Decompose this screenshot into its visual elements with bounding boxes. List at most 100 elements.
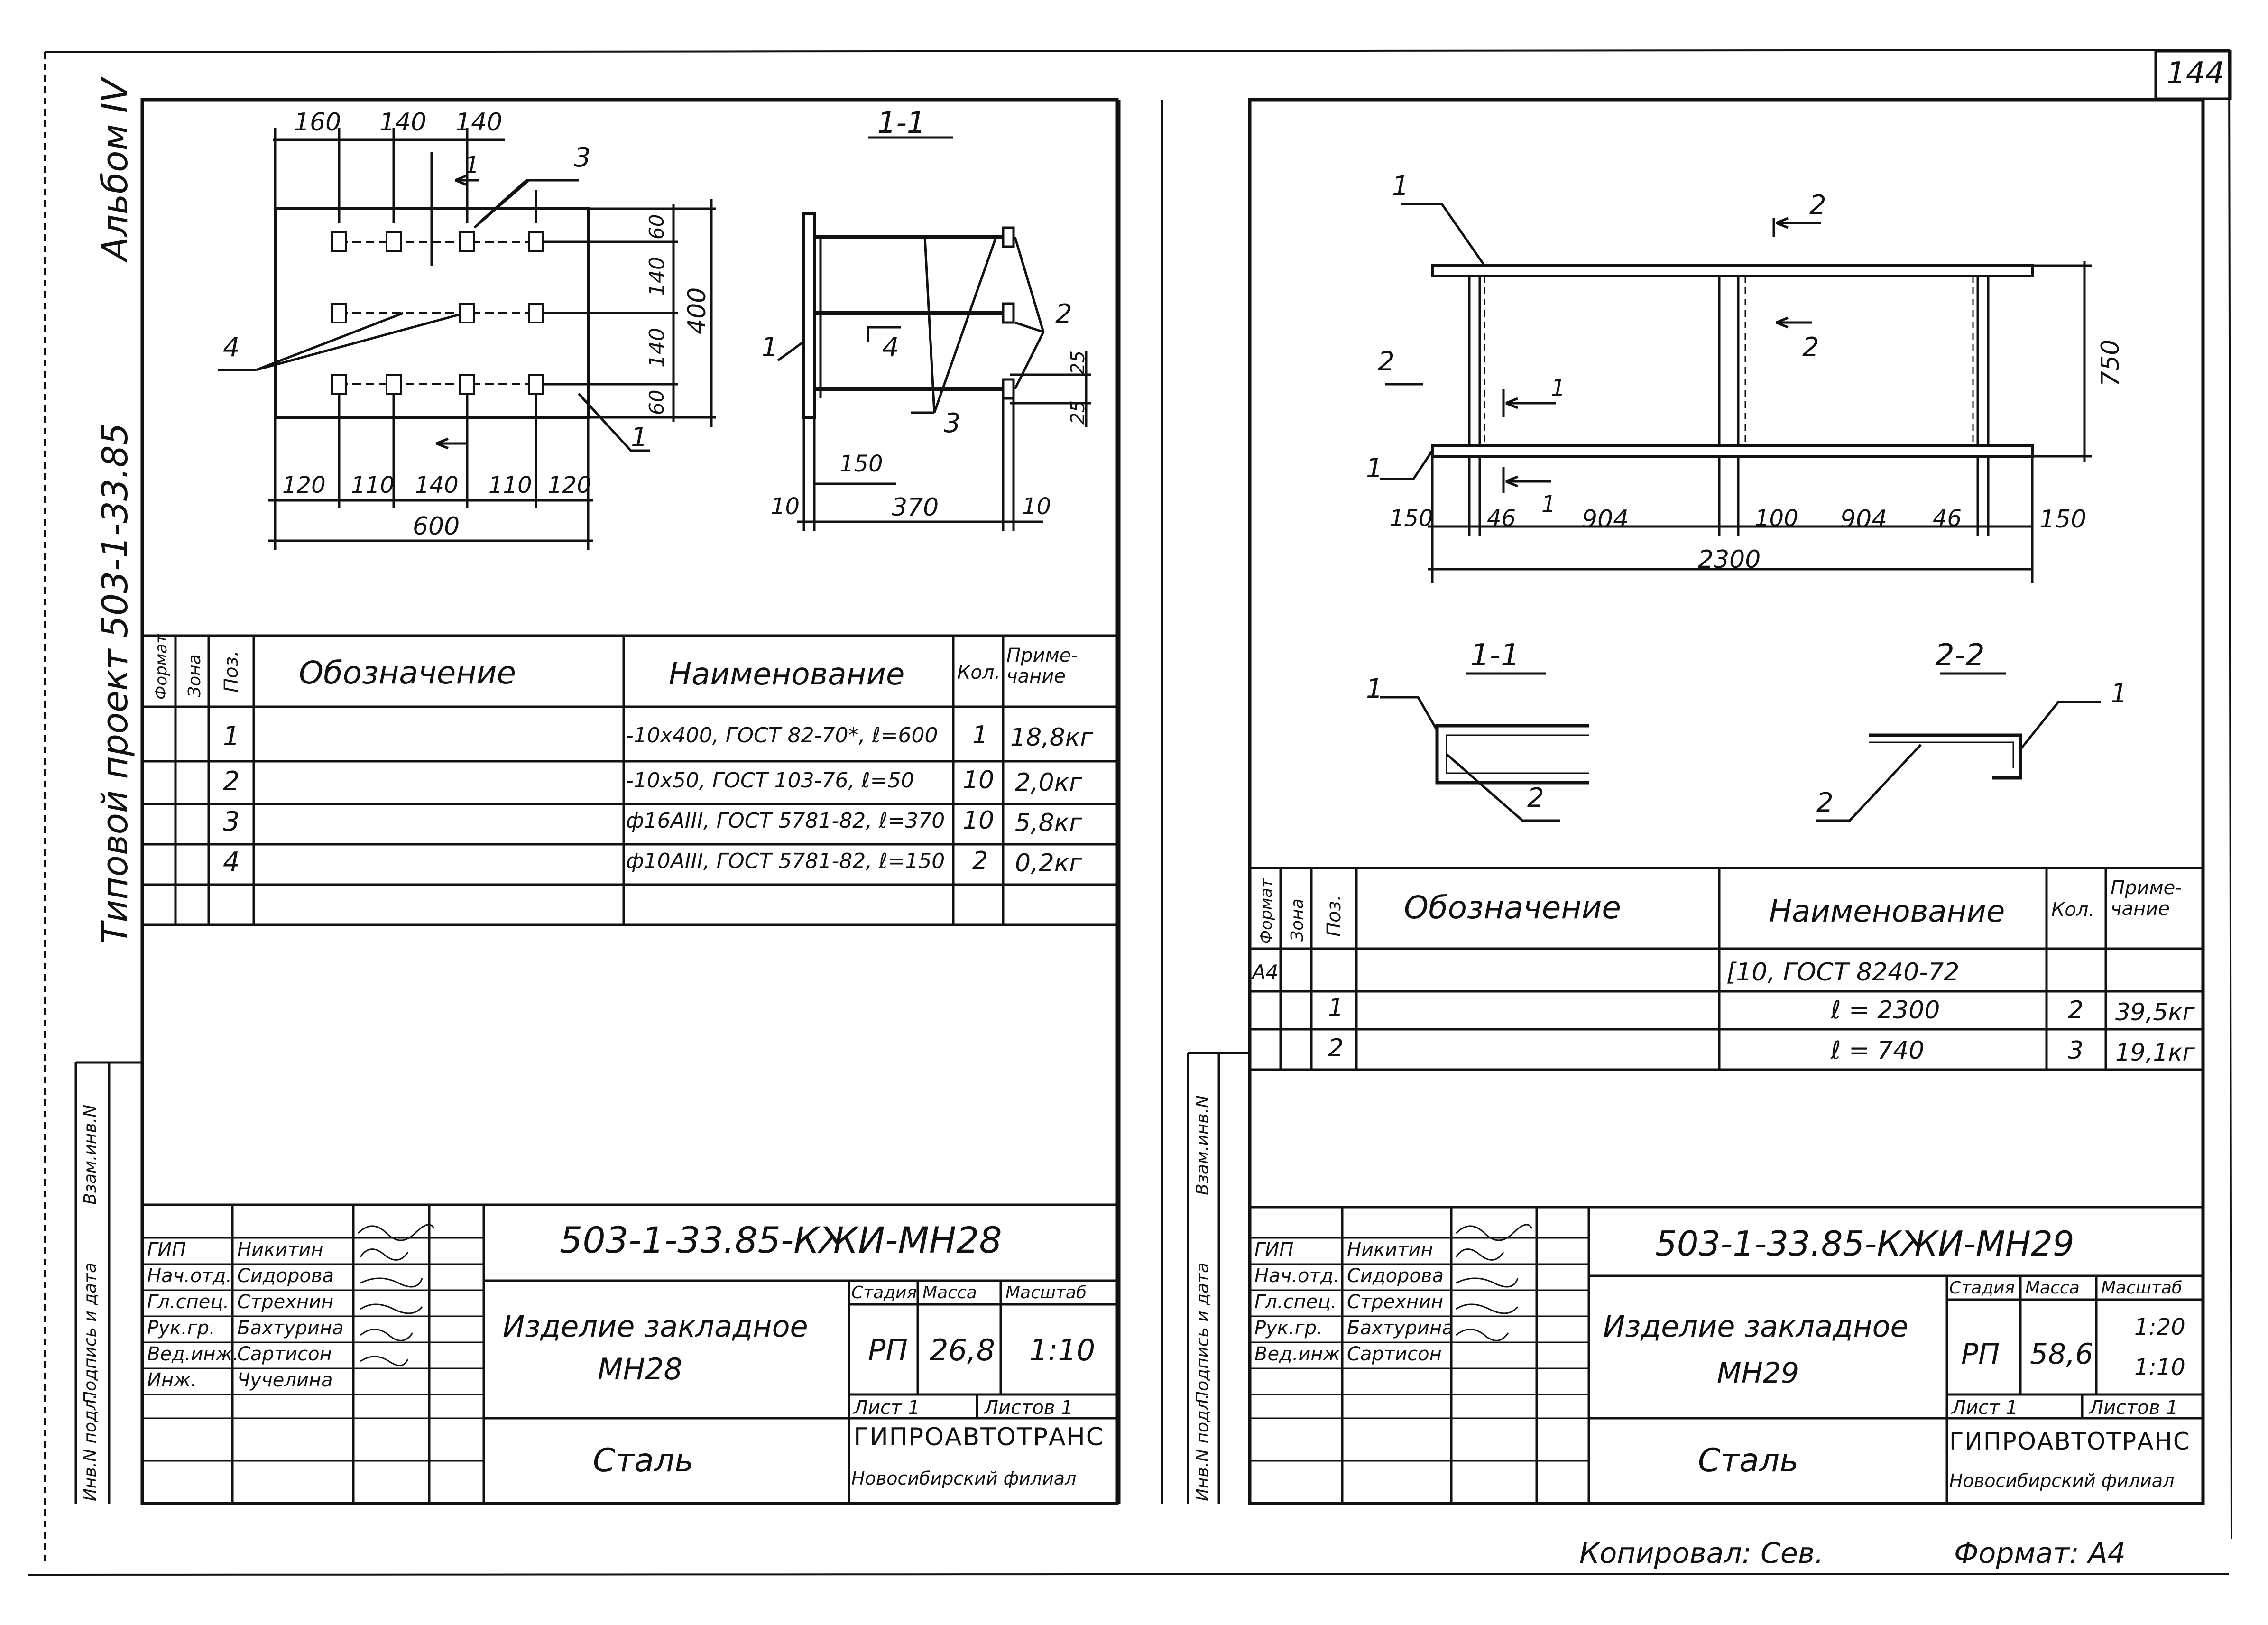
r-name-0: Никитин [1347, 1239, 1433, 1261]
sheets-right: Листов 1 [2089, 1397, 2178, 1419]
spec-row-3-qty: 10 [963, 806, 995, 835]
section-1-1-label: 1-1 [1470, 638, 1520, 673]
spec-row-2-name: -10x50, ГОСТ 103-76, ℓ=50 [626, 768, 914, 793]
role-2: Гл.спец. [147, 1291, 230, 1313]
plan-dim-bottom-5: 120 [548, 472, 591, 499]
section-dim-mid: 370 [892, 493, 939, 522]
plan-dim-top-3: 140 [455, 108, 503, 137]
stage-left: РП [868, 1333, 908, 1367]
spec-hdr-name: Наименование [669, 657, 905, 692]
plan-callout-3: 3 [574, 142, 591, 173]
elev-height: 750 [2096, 339, 2125, 387]
stage-label-left: Стадия [851, 1283, 917, 1302]
elev-callout-1-top: 1 [1392, 171, 1409, 202]
r-name-2: Стрехнин [1347, 1291, 1444, 1313]
name-4: Сартисон [237, 1343, 332, 1365]
mass-label-right: Масса [2025, 1278, 2080, 1298]
elev-dim-5: 904 [1840, 505, 1888, 534]
spec-row-2-pos: 2 [223, 766, 240, 797]
section-1-1-callout-2: 2 [1527, 783, 1544, 813]
spec-r-row-0-name: [10, ГОСТ 8240-72 [1726, 958, 1960, 987]
section-1-1-callout-1: 1 [1366, 674, 1383, 704]
spec-r-row-1-name: ℓ = 2300 [1831, 996, 1940, 1025]
name-2: Стрехнин [237, 1291, 334, 1313]
spec-row-4-name: ф10АIII, ГОСТ 5781-82, ℓ=150 [626, 849, 945, 873]
section-callout-3: 3 [944, 408, 961, 439]
elev-callout-1-bottom: 1 [1366, 453, 1383, 484]
sheets-left: Листов 1 [984, 1397, 1073, 1419]
spec-row-3-pos: 3 [223, 806, 240, 837]
plan-dim-bottom-4: 110 [489, 472, 532, 499]
section-label-left: 1-1 [877, 105, 926, 140]
section-dim-left: 10 [771, 493, 800, 520]
role-1: Нач.отд. [147, 1265, 232, 1287]
name-3: Бахтурина [237, 1317, 344, 1339]
spec-r-row-2-pos: 2 [1328, 1034, 1344, 1062]
spec-hdr-designation: Обозначение [299, 655, 516, 691]
plan-dim-bottom-3: 140 [415, 472, 459, 499]
spec-row-1-note: 18,8кг [1010, 723, 1093, 752]
spec-hdr-zone: Зона [185, 654, 204, 697]
elev-dim-4: 100 [1755, 505, 1798, 532]
page-number: 144 [2167, 56, 2225, 91]
title-code-left: 503-1-33.85-КЖИ-МН28 [560, 1219, 1002, 1261]
spec-r-row-2-note: 19,1кг [2115, 1039, 2195, 1066]
elev-cut-2-mid: 2 [1802, 332, 1819, 363]
section-dim-vert-1: 25 [1067, 351, 1089, 375]
r-name-4: Сартисон [1347, 1343, 1442, 1365]
org-left: ГИПРОАВТОТРАНС [854, 1423, 1105, 1451]
role-0: ГИП [147, 1239, 186, 1261]
stage-label-right: Стадия [1949, 1278, 2015, 1298]
material-left: Сталь [593, 1442, 694, 1479]
item-code-right: МН29 [1717, 1357, 1799, 1390]
plan-dim-right-1: 60 [645, 214, 668, 240]
elev-dim-3: 904 [1582, 505, 1629, 534]
spec-hdr-format: Формат [152, 634, 171, 700]
stamp-podpis-data: Подпись и дата [81, 1262, 100, 1404]
spec-row-3-name: ф16АIII, ГОСТ 5781-82, ℓ=370 [626, 809, 945, 833]
elev-cut-1-mid: 1 [1551, 375, 1566, 401]
plan-callout-4: 4 [223, 332, 240, 363]
name-1: Сидорова [237, 1265, 334, 1287]
scale-label-left: Масштаб [1005, 1283, 1087, 1302]
role-4: Вед.инж. [147, 1343, 239, 1365]
spec-row-4-qty: 2 [972, 847, 988, 875]
spec-row-4-note: 0,2кг [1015, 849, 1082, 877]
stamp-podpis-data-right: Подпись и дата [1193, 1262, 1212, 1404]
spec-r-hdr-format: Формат [1257, 878, 1276, 944]
role-5: Инж. [147, 1369, 197, 1391]
r-role-2: Гл.спец. [1254, 1291, 1337, 1313]
section-callout-2: 2 [1055, 299, 1072, 330]
stamp-inv-podl-right: Инв.N подл. [1193, 1394, 1212, 1501]
section-dim-vert-2: 25 [1067, 400, 1089, 425]
spec-r-row-0-format: А4 [1252, 960, 1279, 984]
section-2-2-callout-1: 1 [2111, 678, 2128, 709]
r-role-4: Вед.инж. [1254, 1343, 1346, 1365]
elev-dim-6: 46 [1933, 505, 1962, 532]
spec-r-hdr-designation: Обозначение [1404, 889, 1621, 926]
name-5: Чучелина [237, 1369, 333, 1391]
section-2-2-label: 2-2 [1935, 638, 1985, 673]
footer-format: Формат: А4 [1954, 1537, 2126, 1570]
album-label: Альбом IV [95, 78, 136, 261]
spec-row-2-note: 2,0кг [1015, 768, 1082, 797]
elev-callout-2: 2 [1378, 346, 1395, 377]
spec-r-hdr-name: Наименование [1769, 894, 2005, 929]
plan-dim-top-1: 160 [294, 108, 341, 137]
r-name-3: Бахтурина [1347, 1317, 1454, 1339]
spec-hdr-note: Приме-чание [1006, 645, 1078, 687]
spec-r-row-1-qty: 2 [2068, 996, 2084, 1025]
spec-r-hdr-zone: Зона [1288, 898, 1307, 942]
elev-total-width: 2300 [1698, 545, 1761, 574]
r-role-3: Рук.гр. [1254, 1317, 1323, 1339]
elev-dim-2: 46 [1487, 505, 1516, 532]
spec-r-hdr-pos: Поз. [1323, 895, 1345, 937]
mass-left: 26,8 [930, 1333, 996, 1367]
scale-label-right: Масштаб [2101, 1278, 2183, 1298]
scale-left: 1:10 [1029, 1333, 1096, 1367]
elev-dim-7: 150 [2039, 505, 2087, 534]
role-3: Рук.гр. [147, 1317, 215, 1339]
plan-dim-right-2: 140 [645, 257, 669, 296]
stamp-vzam-inv: Взам.инв.N [81, 1104, 100, 1205]
